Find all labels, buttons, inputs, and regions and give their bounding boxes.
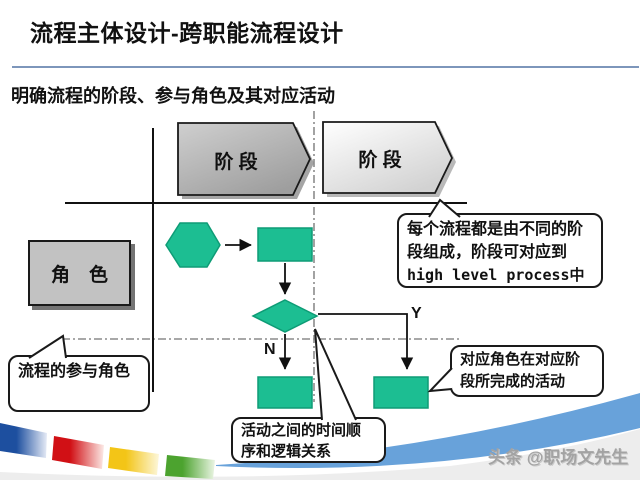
callout-activity-line2: 段所完成的活动 [460,373,566,390]
phase2-label: 阶 段 [358,150,402,171]
flow-activity-box-bottom-right [373,376,429,409]
callout-role-line1: 流程的参与角色 [18,363,131,380]
flow-activity-box-bottom-left [257,376,313,409]
ribbon-segment-yellow [108,447,159,475]
callout-activity-line1: 对应角色在对应阶 [460,351,581,368]
callout-phase-line2: 段组成，阶段可对应到 [407,244,568,261]
callout-sequence-line2: 序和逻辑关系 [241,443,332,460]
callout-phase-line3: high level process中 [407,266,585,284]
flow-decision-diamond [251,299,319,333]
flow-start-hexagon [165,222,221,268]
callout-sequence-note: 活动之间的时间顺 序和逻辑关系 [231,417,386,463]
callout-role-note: 流程的参与角色 [8,355,150,412]
branch-no-label: N [264,341,276,358]
role-label: 角 色 [50,264,108,286]
ribbon-segment-red [52,436,104,469]
title-divider [12,66,639,68]
callout-phase-line1: 每个流程都是由不同的阶 [407,221,584,238]
callout-phase-note: 每个流程都是由不同的阶 段组成，阶段可对应到 high level proces… [397,213,603,288]
flow-activity-box-top [257,227,313,262]
ribbon-segment-blue [0,423,47,458]
page-title: 流程主体设计-跨职能流程设计 [30,20,344,46]
callout-sequence-tail [314,328,357,421]
watermark: 头条 @职场文先生 [488,448,629,467]
role-box: 角 色 [28,240,131,306]
phase1-label: 阶 段 [214,152,258,173]
callout-sequence-line1: 活动之间的时间顺 [241,422,362,439]
callout-activity-note: 对应角色在对应阶 段所完成的活动 [450,345,604,397]
page-subtitle: 明确流程的阶段、参与角色及其对应活动 [11,86,335,106]
connector-yes-branch [318,313,414,370]
branch-yes-label: Y [411,305,422,322]
ribbon-segment-green [165,455,215,479]
callout-activity-tail [427,367,453,393]
